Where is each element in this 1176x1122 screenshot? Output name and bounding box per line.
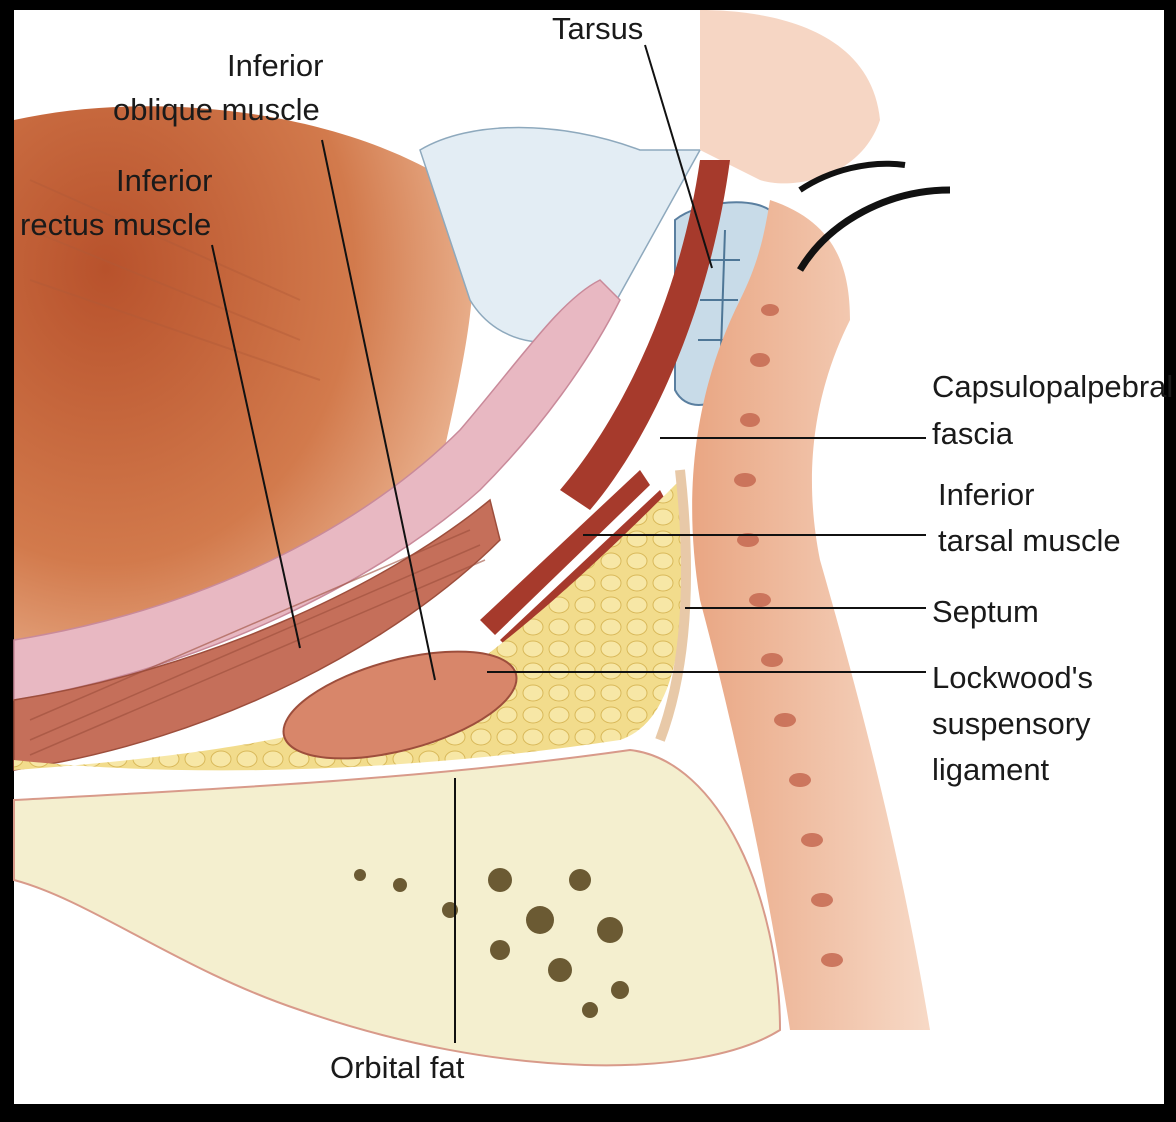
capsulopalpebral-label-line1: Capsulopalpebral (932, 369, 1173, 404)
lockwood-label-line1: Lockwood's (932, 660, 1093, 695)
lockwood-label-line2: suspensory (932, 706, 1091, 741)
inferior-oblique-label-line2: oblique muscle (113, 92, 320, 127)
capsulopalpebral-label-line2: fascia (932, 416, 1014, 451)
orbital-fat-label: Orbital fat (330, 1050, 465, 1085)
lockwood-label-line3: ligament (932, 752, 1050, 787)
inferior-tarsal-label-line1: Inferior (938, 477, 1034, 512)
tarsus-label: Tarsus (552, 11, 643, 46)
inferior-rectus-label-line1: Inferior (116, 163, 212, 198)
inferior-rectus-label-line2: rectus muscle (20, 207, 211, 242)
inferior-tarsal-label-line2: tarsal muscle (938, 523, 1121, 558)
inferior-oblique-label-line1: Inferior (227, 48, 323, 83)
septum-label: Septum (932, 594, 1039, 629)
